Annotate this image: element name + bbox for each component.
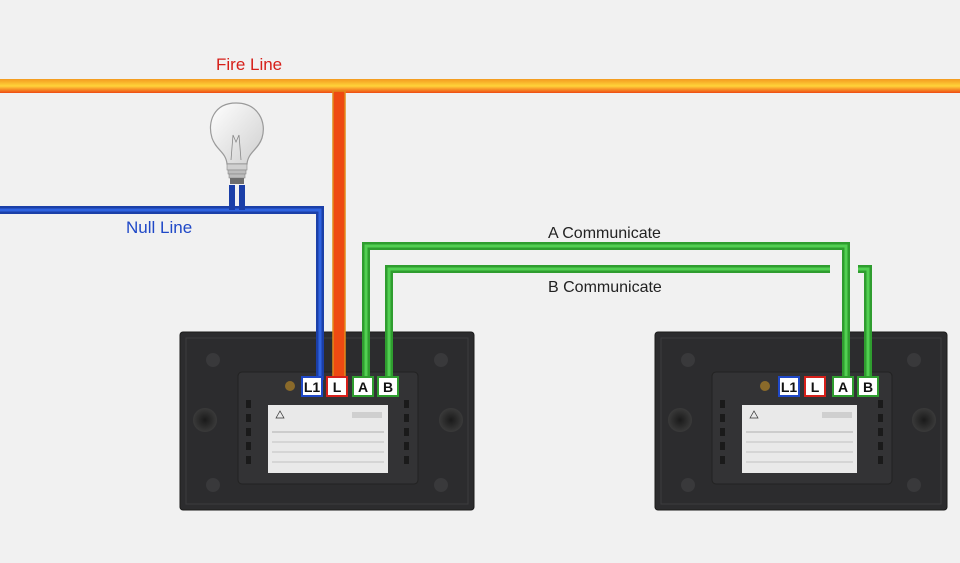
terminal-block-left: L1 L A B: [301, 376, 399, 397]
light-bulb-icon: [209, 102, 264, 184]
a-communicate-label: A Communicate: [548, 225, 661, 242]
fire-line-label: Fire Line: [216, 55, 283, 74]
svg-text:L1: L1: [304, 379, 321, 395]
a-communicate-wire: [362, 242, 850, 380]
fire-line-wire: [0, 79, 960, 93]
svg-text:A: A: [838, 379, 848, 395]
product-label-right: [742, 405, 857, 473]
terminal-b-right: B: [857, 376, 879, 397]
svg-text:B: B: [863, 379, 873, 395]
svg-text:L: L: [811, 379, 820, 395]
svg-text:A: A: [358, 379, 368, 395]
terminal-block-right: L1 L A B: [778, 376, 879, 397]
product-label-left: [268, 405, 388, 473]
terminal-l-right: L: [804, 376, 826, 397]
b-communicate-label: B Communicate: [548, 279, 662, 296]
null-line-wire: [0, 185, 324, 380]
svg-text:B: B: [383, 379, 393, 395]
terminal-l-left: L: [326, 376, 348, 397]
terminal-b-left: B: [377, 376, 399, 397]
terminal-a-left: A: [352, 376, 374, 397]
svg-text:L: L: [333, 379, 342, 395]
svg-text:L1: L1: [781, 379, 798, 395]
terminal-l1-left: L1: [301, 376, 323, 397]
null-line-label: Null Line: [126, 218, 193, 237]
fire-drop-wire: [332, 90, 346, 379]
b-communicate-wire: [385, 265, 872, 380]
terminal-a-right: A: [832, 376, 854, 397]
switch-panel-right: [654, 331, 948, 511]
terminal-l1-right: L1: [778, 376, 800, 397]
switch-panel-left: [179, 331, 475, 511]
